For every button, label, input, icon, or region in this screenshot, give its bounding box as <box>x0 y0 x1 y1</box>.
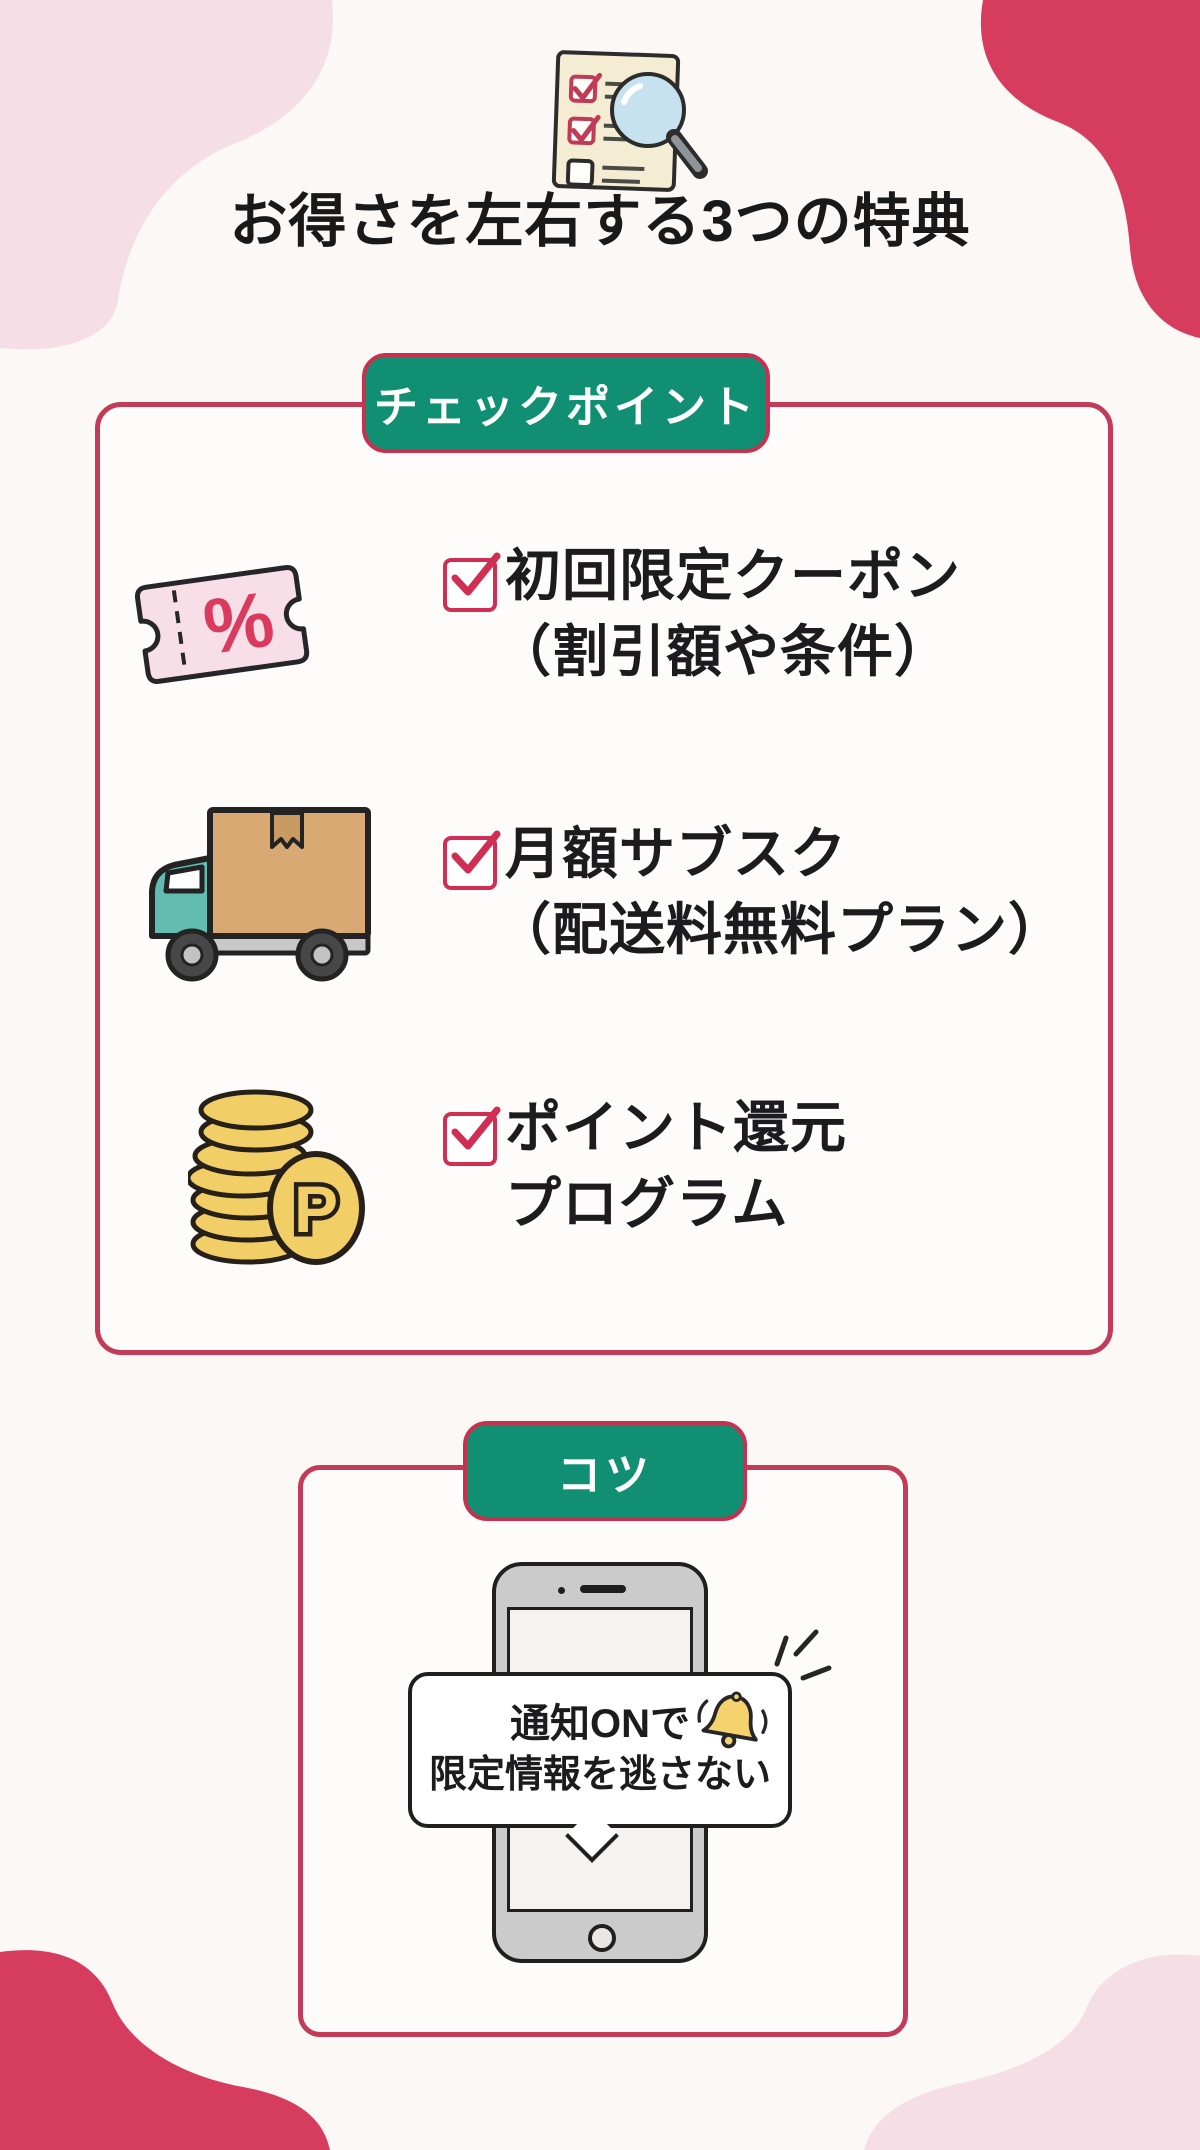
blob-bottom-right <box>864 1954 1200 2150</box>
tips-badge-label: コツ <box>557 1451 653 1500</box>
bubble-text-line2: 限定情報を逃さない <box>428 1754 771 1796</box>
blob-top-left <box>0 0 333 350</box>
checkpoint-badge-label: チェックポイント <box>374 383 758 432</box>
item-1-title: 初回限定クーポン <box>505 544 961 607</box>
point-coins-icon: P <box>188 1089 365 1265</box>
notification-bell-icon <box>697 1691 768 1749</box>
phone-camera <box>558 1587 565 1594</box>
checkbox-item-3 <box>443 1106 501 1166</box>
checkbox-item-1 <box>443 552 501 612</box>
blob-top-right <box>980 0 1200 338</box>
tips-badge: コツ <box>463 1421 747 1521</box>
item-3-subtitle: プログラム <box>505 1172 789 1235</box>
page-title: お得さを左右する3つの特典 <box>229 189 971 254</box>
phone-speaker <box>580 1585 626 1593</box>
checkpoint-badge: チェックポイント <box>362 353 770 453</box>
sparkle-lines-icon <box>774 1629 832 1681</box>
coin-point-glyph: P <box>294 1172 338 1246</box>
checklist-magnifier-icon <box>551 50 708 192</box>
check-mark-icon <box>451 830 501 874</box>
item-3-title: ポイント還元 <box>505 1096 847 1159</box>
checkbox-item-2 <box>443 830 501 890</box>
speech-bubble: 通知ONで 限定情報を逃さない <box>408 1672 792 1828</box>
check-mark-icon <box>451 1106 501 1150</box>
ticket-percent-glyph: % <box>198 574 279 671</box>
item-1-subtitle: （割引額や条件） <box>495 620 951 683</box>
check-mark-icon <box>451 552 501 596</box>
item-2-title: 月額サブスク <box>505 822 847 885</box>
bubble-text-line1: 通知ONで <box>510 1702 690 1746</box>
item-2-subtitle: （配送料無料プラン） <box>495 898 1065 961</box>
delivery-truck-icon <box>149 807 371 982</box>
phone-home-button <box>588 1924 616 1952</box>
coupon-ticket-icon: % <box>134 565 310 684</box>
blob-bottom-left <box>0 1950 330 2150</box>
